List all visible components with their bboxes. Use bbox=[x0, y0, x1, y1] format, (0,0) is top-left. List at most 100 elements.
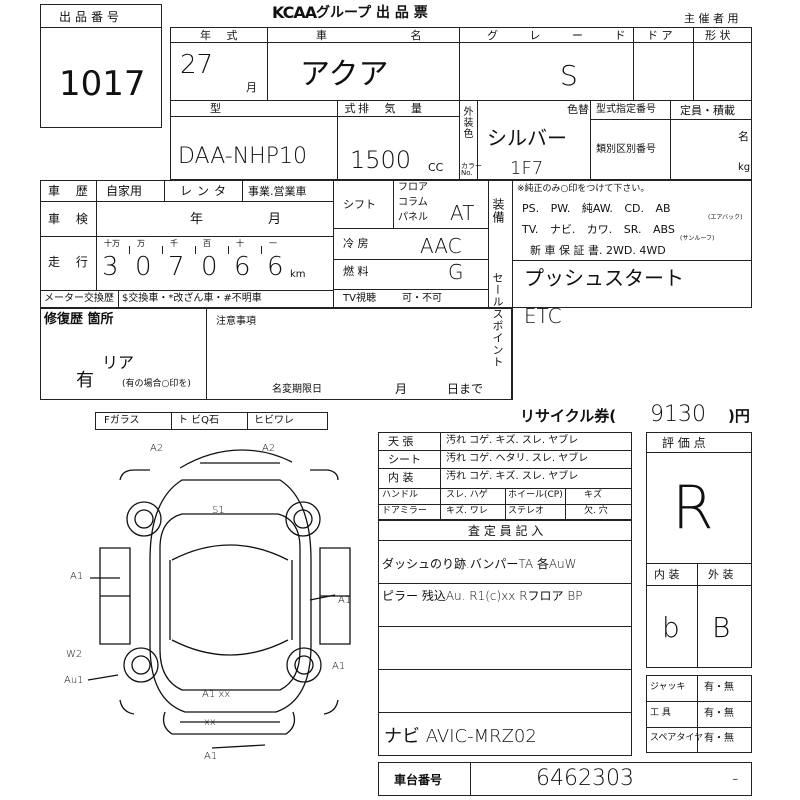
odometer-digit: 3 bbox=[102, 252, 119, 282]
evaluation-score: R bbox=[672, 473, 714, 543]
deadline-label: 名変期限日 bbox=[272, 384, 322, 395]
shift-value: AT bbox=[450, 201, 475, 225]
history-rental: レンタ bbox=[180, 184, 232, 198]
odometer-unit: 千 bbox=[170, 239, 178, 248]
brand-logo: KCAA bbox=[272, 3, 317, 22]
persons-unit: 名 bbox=[738, 130, 749, 143]
form-title: グループ 出 品 票 bbox=[316, 5, 428, 21]
equipment-line3: 新 車 保 証 書. 2WD. 4WD bbox=[530, 244, 666, 257]
deadline-until: 日まで bbox=[447, 382, 484, 396]
kg-unit: kg bbox=[738, 162, 751, 173]
tool-label: 工 具 bbox=[650, 708, 671, 718]
tool-value: 有・無 bbox=[704, 733, 734, 744]
shift-panel: パネル bbox=[398, 212, 428, 223]
condition-option: ステレオ bbox=[508, 506, 545, 516]
repair-note: リア bbox=[102, 353, 135, 372]
lot-number: 1017 bbox=[59, 64, 146, 104]
km-unit: km bbox=[290, 269, 306, 280]
condition-option: スレ. ハゲ bbox=[446, 490, 488, 500]
meter-exchange-options: $交換車・*改ざん車・#不明車 bbox=[122, 293, 262, 304]
type-designation-label: 型式指定番号 bbox=[596, 104, 656, 115]
class-label: 類別区別番号 bbox=[596, 144, 656, 155]
inspection-label: 車 検 bbox=[48, 212, 94, 226]
chassis-table bbox=[378, 762, 752, 796]
notes-label: 注意事項 bbox=[216, 316, 256, 327]
condition-option: ホイール(CP) bbox=[508, 490, 563, 500]
cc-unit: CC bbox=[428, 161, 444, 174]
shift-column: コラム bbox=[398, 197, 428, 208]
evaluation-table bbox=[646, 432, 752, 668]
condition-label: ハンドル bbox=[382, 490, 419, 500]
odometer-digit: 7 bbox=[168, 252, 185, 282]
tv-label: TV視聴 bbox=[343, 293, 376, 304]
history-private: 自家用 bbox=[106, 184, 143, 198]
mark-a1-right: A1 bbox=[338, 595, 352, 606]
condition-option: キズ bbox=[584, 490, 603, 500]
glass-front: Fガラス bbox=[104, 415, 140, 426]
history-business: 事業.営業車 bbox=[248, 185, 307, 198]
history-label: 車 歴 bbox=[48, 184, 94, 198]
odometer-unit: 一 bbox=[269, 239, 277, 248]
displacement-value: 1500 bbox=[350, 146, 412, 174]
condition-label: シート bbox=[388, 453, 421, 466]
ac-value: AAC bbox=[420, 234, 462, 258]
glass-crack: ヒビワレ bbox=[254, 415, 294, 426]
condition-option: 欠. 穴 bbox=[584, 506, 608, 516]
recycle-label: リサイクル券( bbox=[520, 407, 617, 425]
tool-label: スペアタイヤ bbox=[650, 733, 704, 743]
repair-circle-note: (有の場合○印を) bbox=[122, 379, 191, 389]
mark-w2: W2 bbox=[66, 649, 83, 660]
grade-label: グ レ ー ド bbox=[487, 29, 640, 42]
exterior-color-label: 外装色 bbox=[461, 106, 472, 139]
year-label: 年 式 bbox=[200, 29, 244, 42]
shift-label: シフト bbox=[343, 198, 376, 211]
chassis-value: 6462303 bbox=[536, 766, 634, 791]
mark-s1: S1 bbox=[212, 505, 225, 516]
tool-label: ジャッキ bbox=[650, 682, 686, 692]
car-name-label: 車 名 bbox=[316, 29, 462, 42]
shift-floor: フロア bbox=[398, 182, 428, 193]
color-change-label: 色替 bbox=[567, 103, 589, 116]
inspection-month: 月 bbox=[268, 212, 282, 227]
mark-a1-rear: A1 xx bbox=[202, 689, 231, 700]
inspector-label: 査 定 員 記 入 bbox=[468, 524, 544, 538]
month-unit: 月 bbox=[246, 81, 257, 94]
color-code: 1F7 bbox=[510, 158, 544, 179]
exterior-label: 外 装 bbox=[708, 568, 734, 581]
tools-table bbox=[646, 675, 752, 753]
odometer-digit: 0 bbox=[201, 252, 218, 282]
organizer-label: 主 催 者 用 bbox=[684, 12, 739, 25]
sales-point-line1: プッシュスタート bbox=[524, 266, 684, 290]
sales-point-label: セールスポイント bbox=[491, 272, 504, 368]
chassis-label: 車台番号 bbox=[394, 773, 443, 787]
odometer-digit: 6 bbox=[234, 252, 251, 282]
repair-value: 有 bbox=[76, 370, 94, 391]
ac-label: 冷 房 bbox=[343, 237, 369, 250]
color-value: シルバー bbox=[487, 126, 567, 150]
odometer-digit: 6 bbox=[267, 252, 284, 282]
mark-xx: xx bbox=[204, 717, 216, 728]
condition-label: 内 装 bbox=[388, 471, 414, 484]
mark-a2-right: A2 bbox=[262, 443, 276, 454]
repair-label: 修復歴 箇所 bbox=[44, 312, 114, 327]
odometer-unit: 十万 bbox=[104, 239, 120, 248]
odometer-unit: 万 bbox=[137, 239, 145, 248]
condition-options: 汚れ コゲ. キズ. スレ. ヤブレ bbox=[446, 435, 579, 446]
recycle-amount: 9130 bbox=[650, 402, 706, 427]
lot-number-label: 出品番号 bbox=[59, 10, 124, 24]
equipment-ab-note: (エアバック) bbox=[708, 214, 743, 221]
tv-value: 可・不可 bbox=[402, 293, 442, 304]
vehicle-info-table bbox=[170, 27, 752, 180]
odometer-unit: 十 bbox=[236, 239, 244, 248]
displacement-label: 排 気 量 bbox=[358, 102, 428, 115]
mark-a2-left: A2 bbox=[150, 443, 164, 454]
lot-number-box: 出品番号 1017 bbox=[40, 4, 162, 128]
mark-a1-rr: A1 bbox=[332, 661, 346, 672]
interior-label: 内 装 bbox=[654, 568, 680, 581]
model-value: DAA-NHP10 bbox=[178, 144, 307, 169]
exterior-score: B bbox=[712, 611, 731, 644]
chassis-suffix: - bbox=[732, 768, 739, 789]
inspector-line1: ダッシュのり跡.バンパーTA 各AuW bbox=[382, 557, 577, 571]
sales-point-line2: ETC bbox=[524, 304, 562, 328]
